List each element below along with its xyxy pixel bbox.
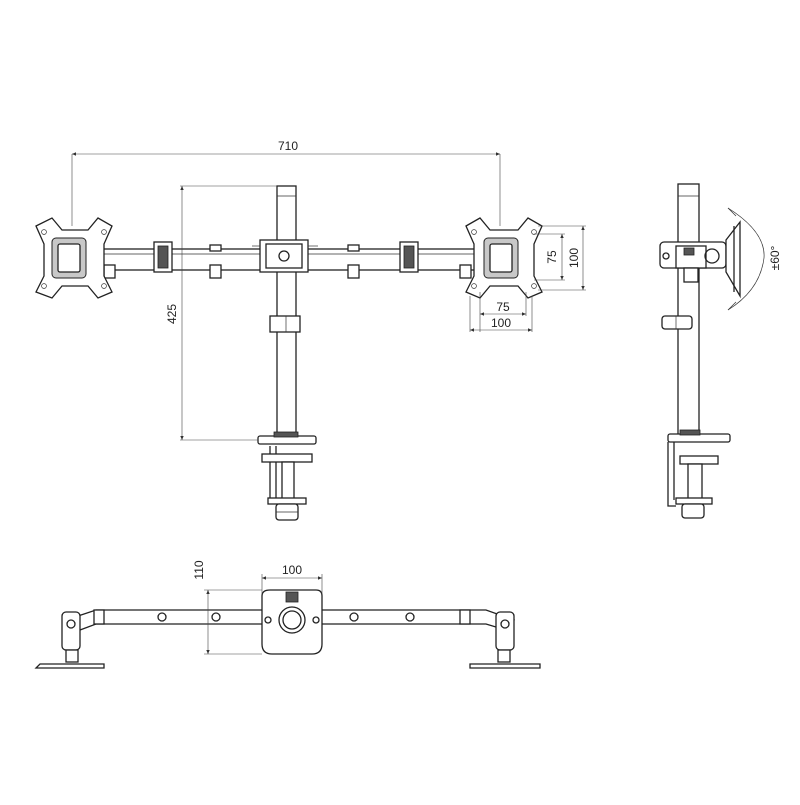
top-right-arm xyxy=(317,609,516,631)
dim-label-75-v: 75 xyxy=(545,250,559,264)
dim-label-75-h: 75 xyxy=(496,300,510,314)
tilt-angle-label: ±60° xyxy=(768,245,782,270)
side-pole xyxy=(677,183,700,439)
dim-vesa-horizontal: 75 100 xyxy=(469,292,533,332)
left-vesa-plate xyxy=(35,217,113,299)
dim-label-710: 710 xyxy=(278,139,298,153)
dim-label-100-v: 100 xyxy=(567,248,581,268)
side-view: ±60° xyxy=(659,183,782,519)
dim-label-110: 110 xyxy=(192,560,206,579)
right-vesa-plate xyxy=(465,217,543,299)
top-right-end xyxy=(469,611,541,669)
dim-110: 110 xyxy=(192,560,262,655)
front-view: 710 425 75 100 75 xyxy=(35,139,586,521)
dim-label-425: 425 xyxy=(165,304,179,324)
dim-100-top: 100 xyxy=(261,563,323,594)
pole-ring xyxy=(269,315,301,333)
top-left-end xyxy=(34,611,105,669)
desk-clamp xyxy=(257,431,317,521)
dim-label-100-h: 100 xyxy=(491,316,511,330)
dim-710: 710 xyxy=(71,139,501,226)
top-view: 110 100 xyxy=(34,560,541,669)
top-center-hub xyxy=(261,589,323,655)
tilt-plate xyxy=(725,220,741,299)
dim-vesa-vertical: 75 100 xyxy=(534,225,586,291)
side-clamp xyxy=(667,429,731,519)
dim-label-100-top: 100 xyxy=(282,563,302,577)
dim-425: 425 xyxy=(165,185,277,441)
pole xyxy=(276,185,297,439)
tilt-arc xyxy=(727,207,765,311)
